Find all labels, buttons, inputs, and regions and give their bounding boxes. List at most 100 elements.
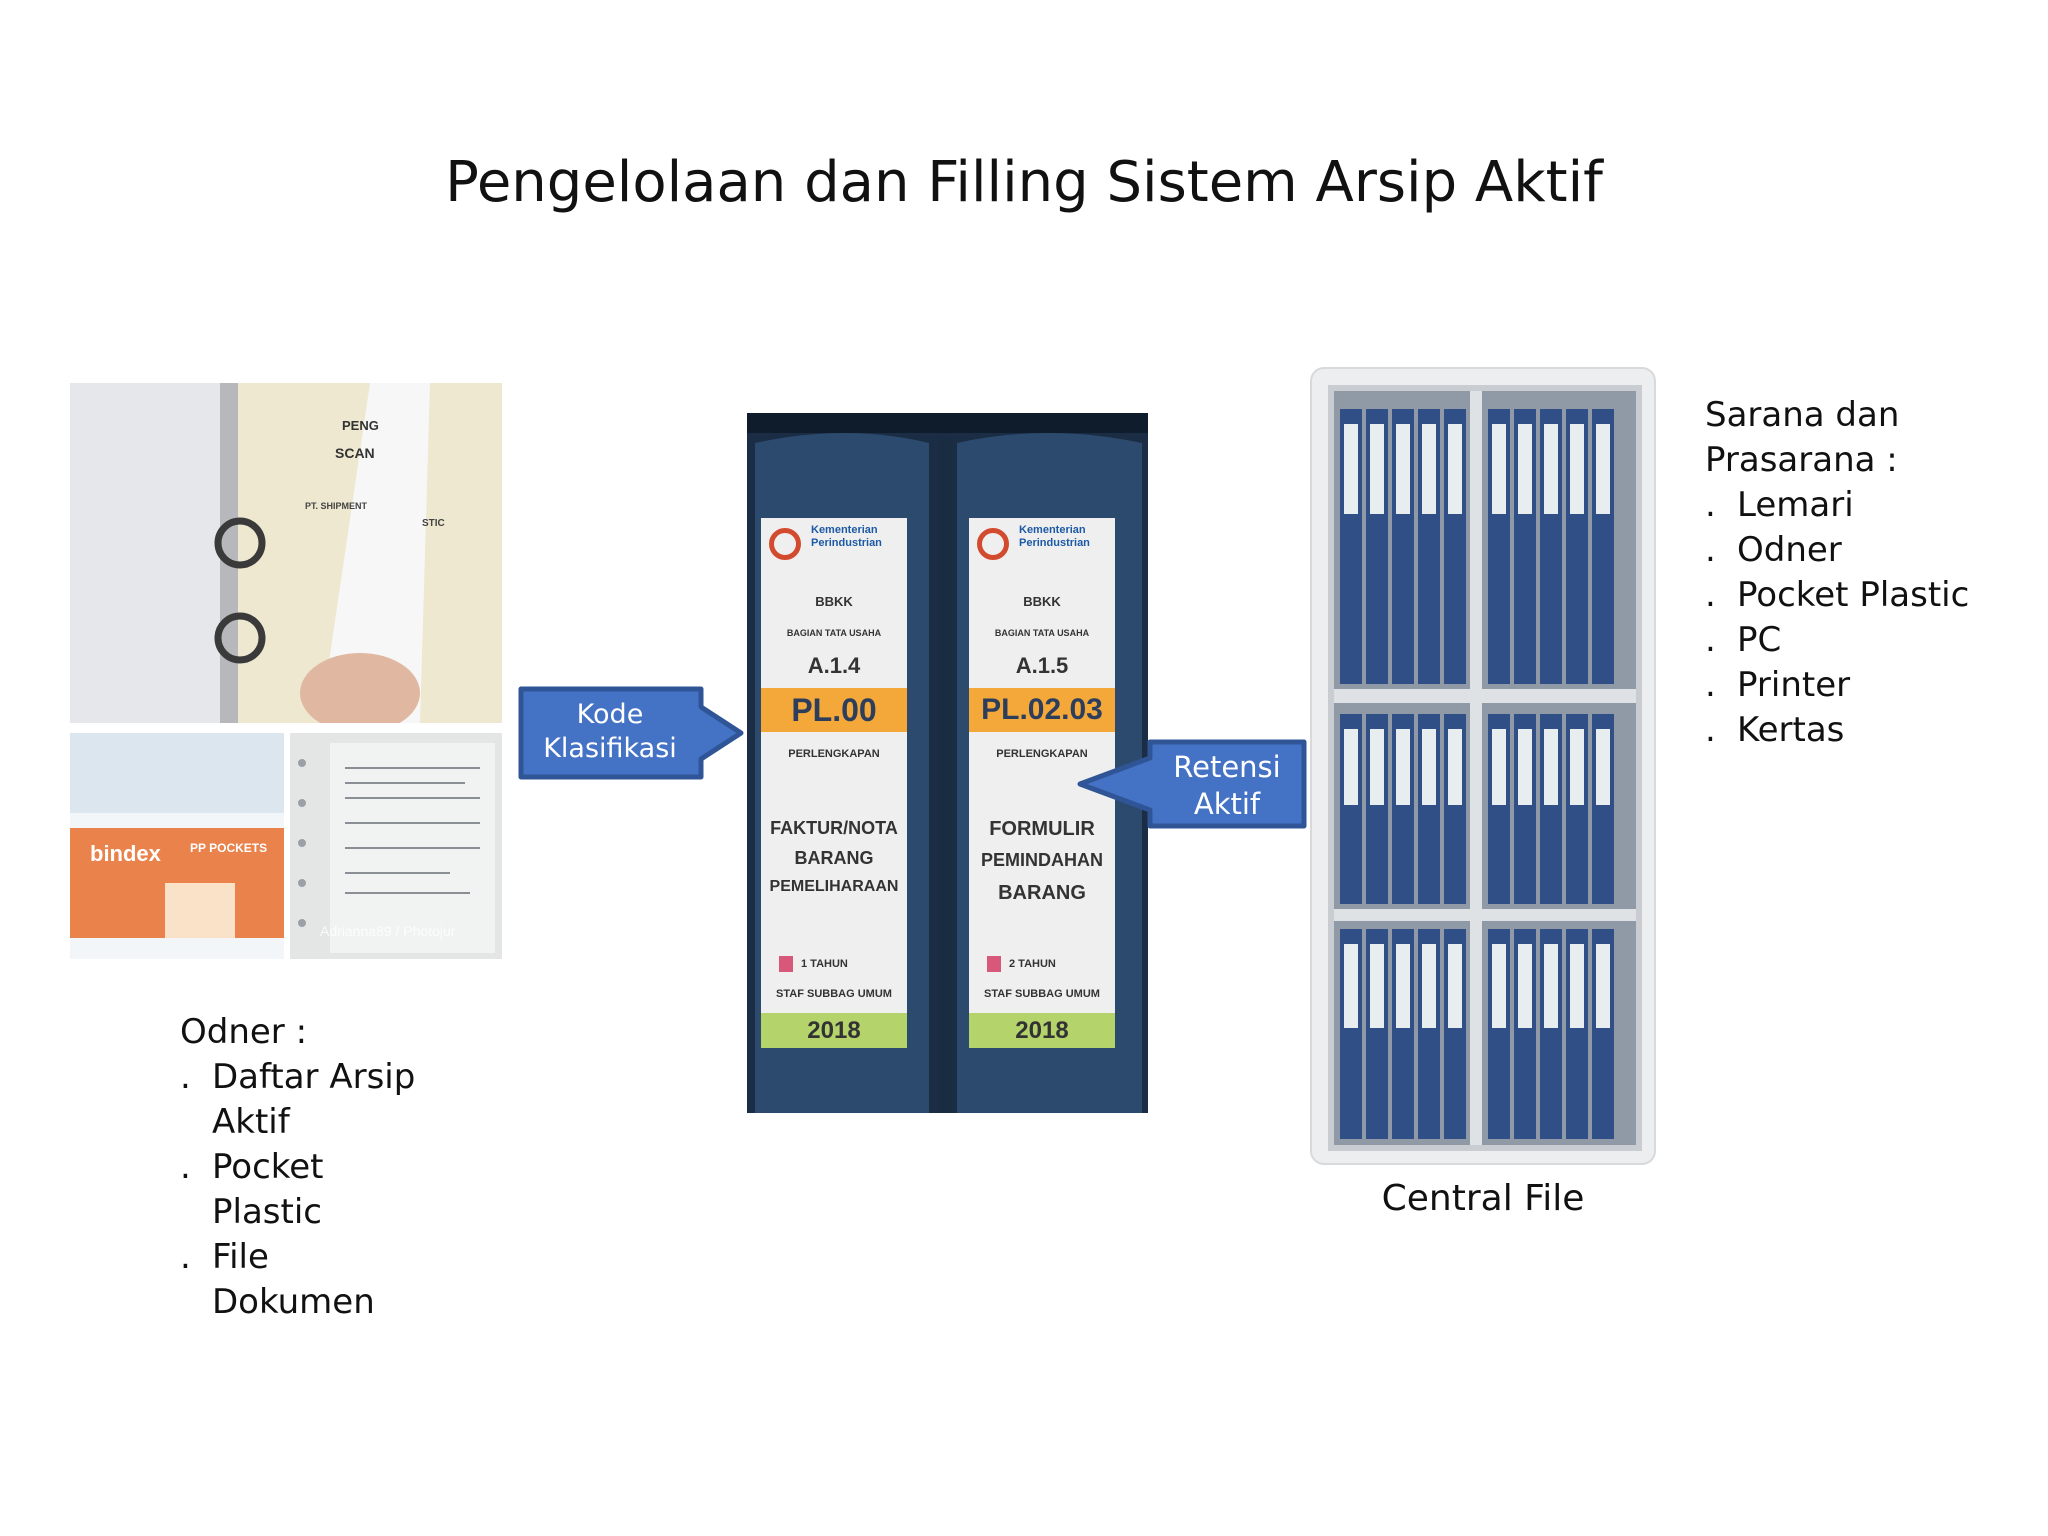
bullet: .: [180, 1057, 191, 1097]
ministry-logo: [977, 528, 1009, 560]
list-item: .PC: [1705, 618, 2045, 663]
cabinet-binder-label: [1492, 424, 1506, 514]
cabinet-binder-label: [1596, 944, 1610, 1028]
folder-text-2: SCAN: [335, 445, 375, 461]
desc-text: BARANG: [794, 848, 874, 868]
callout-text: Aktif: [1193, 787, 1261, 821]
bullet: .: [180, 1147, 191, 1187]
odner-binder-photo: PENG SCAN PT. SHIPMENT STIC: [70, 383, 502, 723]
cabinet-binder-label: [1492, 729, 1506, 805]
ministry-logo-text: Kementerian Perindustrian: [1019, 524, 1090, 549]
cabinet-binder-label: [1448, 729, 1462, 805]
bullet: .: [1705, 485, 1716, 525]
pocket-plastic-photo: bindex PP POCKETS: [70, 733, 284, 959]
cabinet-binder-label: [1518, 424, 1532, 514]
cabinet-binder-label: [1518, 729, 1532, 805]
list-item-label: Odner: [1737, 530, 1842, 570]
bullet: .: [1705, 710, 1716, 750]
staff-text: STAF SUBBAG UMUM: [984, 988, 1100, 1000]
kode-klasifikasi-callout: [518, 686, 744, 780]
list-item-label: Kertas: [1737, 710, 1845, 750]
cabinet-binder-label: [1544, 729, 1558, 805]
binder-illustration: [70, 383, 502, 723]
callout-text: Kode: [576, 699, 644, 730]
list-item-label: PC: [1737, 620, 1782, 660]
year-text: 2018: [761, 1013, 907, 1048]
cabinet-binder-label: [1570, 729, 1584, 805]
kode-klasifikasi-label: Kode Klasifikasi: [522, 698, 698, 766]
retention-text: 1 TAHUN: [801, 958, 848, 970]
bullet: .: [1705, 575, 1716, 615]
cabinet-illustration: [1328, 385, 1642, 1151]
list-item-label: Daftar Arsip: [212, 1057, 416, 1097]
list-item-label: Plastic: [212, 1192, 322, 1232]
code-text: A.1.4: [807, 653, 861, 678]
list-item: . Odner: [1705, 528, 2045, 573]
unit-text: BBKK: [1023, 594, 1061, 609]
list-item: . Lemari: [1705, 483, 2045, 528]
retention-swatch: [987, 956, 1001, 972]
callout-text: Klasifikasi: [543, 733, 677, 764]
cabinet-binder-label: [1396, 424, 1410, 514]
desc-text: FAKTUR/NOTA: [770, 818, 898, 838]
cabinet-binder-label: [1344, 729, 1358, 805]
document-illustration: [290, 733, 502, 959]
cabinet-binder-label: [1422, 424, 1436, 514]
cabinet-binder-label: [1370, 944, 1384, 1028]
list-item-label: Pocket Plastic: [1737, 575, 1970, 615]
pocket-illustration: [70, 733, 284, 959]
binder-label: Kementerian Perindustrian BBKK BAGIAN TA…: [969, 518, 1115, 1048]
unit-text: BBKK: [815, 594, 853, 609]
ministry-logo: [769, 528, 801, 560]
cabinet-binder-label: [1422, 729, 1436, 805]
cabinet-binder-label: [1570, 424, 1584, 514]
cabinet-binder-label: [1344, 424, 1358, 514]
cabinet-binder-label: [1544, 424, 1558, 514]
list-item: . Pocket Plastic: [1705, 573, 2045, 618]
list-item-label: Lemari: [1737, 485, 1854, 525]
cabinet-binder-label: [1596, 729, 1610, 805]
cabinet-binder-label: [1396, 729, 1410, 805]
desc-text: PEMELIHARAAN: [769, 878, 899, 895]
sarana-list: Sarana dan Prasarana : .Lemari .Odner .P…: [1705, 393, 2045, 753]
list-item: . Printer: [1705, 663, 2045, 708]
central-file-caption: Central File: [1381, 1178, 1585, 1219]
folder-text-3: PT. SHIPMENT: [305, 501, 368, 511]
odner-heading: Odner :: [180, 1012, 308, 1052]
retensi-aktif-label: Retensi Aktif: [1152, 749, 1302, 823]
cabinet-binder-label: [1370, 729, 1384, 805]
list-item-label: Printer: [1737, 665, 1851, 705]
bullet: .: [1705, 530, 1716, 570]
cabinet-binder-label: [1544, 944, 1558, 1028]
pocket-brand: bindex: [90, 841, 161, 866]
bullet: .: [180, 1237, 191, 1277]
retention-swatch: [779, 956, 793, 972]
central-file-cabinet-photo: [1310, 367, 1656, 1165]
callout-text: Retensi: [1173, 750, 1281, 784]
folder-text-1: PENG: [342, 418, 379, 433]
cabinet-binder-label: [1492, 944, 1506, 1028]
pocket-product: PP POCKETS: [190, 841, 268, 855]
category-text: PERLENGKAPAN: [788, 748, 880, 760]
watermark: Adrianna89 / Photojur: [320, 923, 456, 939]
retention-text: 2 TAHUN: [1009, 958, 1056, 970]
list-item: . Kertas: [1705, 708, 2045, 753]
file-document-photo: Adrianna89 / Photojur: [290, 733, 502, 959]
cabinet-binder-label: [1370, 424, 1384, 514]
staff-text: STAF SUBBAG UMUM: [776, 988, 892, 1000]
list-item-label: File: [212, 1237, 269, 1277]
bullet: .: [1705, 665, 1716, 705]
retensi-aktif-callout: [1077, 739, 1307, 829]
desc-text: BARANG: [998, 882, 1086, 904]
list-item-label: Pocket: [212, 1147, 324, 1187]
desc-text: FORMULIR: [989, 818, 1095, 840]
year-text: 2018: [969, 1013, 1115, 1048]
cabinet-binder-label: [1570, 944, 1584, 1028]
sarana-heading: Sarana dan Prasarana :: [1705, 395, 1900, 480]
folder-text-4: STIC: [422, 518, 445, 529]
list-item-label: Aktif: [212, 1102, 290, 1142]
